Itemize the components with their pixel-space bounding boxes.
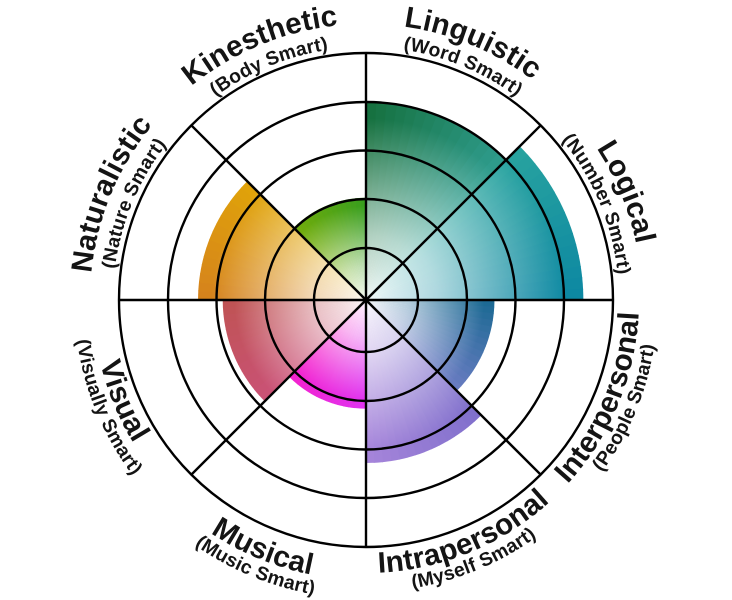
wedge-naturalistic — [230, 193, 366, 300]
wedge-musical — [326, 300, 366, 404]
wedge-intrapersonal — [366, 300, 425, 456]
wedge-logical — [366, 222, 574, 300]
wedge-intrapersonal — [366, 300, 476, 428]
wedge-musical — [316, 300, 366, 400]
wedge-visual — [223, 300, 366, 323]
wedge-musical — [297, 300, 366, 388]
wedge-visual — [224, 300, 366, 330]
wedge-logical — [366, 172, 549, 300]
wedge-interpersonal — [366, 300, 484, 359]
wedge-logical — [366, 201, 566, 300]
wedge-logical — [366, 191, 561, 300]
wedge-visual — [225, 300, 366, 338]
wedge-visual — [245, 300, 366, 385]
grid-spoke-135 — [190, 124, 542, 476]
wedge-interpersonal — [366, 300, 466, 387]
wedge-naturalistic — [209, 230, 366, 300]
wedge-visual — [227, 300, 366, 345]
wedge-intrapersonal — [366, 300, 455, 442]
wedge-interpersonal — [366, 300, 470, 382]
wedge-logical — [366, 254, 581, 300]
wedge-naturalistic — [212, 222, 366, 300]
wedge-intrapersonal — [366, 300, 375, 464]
wedge-naturalistic — [220, 207, 366, 300]
wedge-visual — [238, 300, 366, 372]
wedge-intrapersonal — [366, 300, 469, 433]
wedge-logical — [366, 146, 529, 300]
wedge-intrapersonal — [366, 300, 462, 438]
wedge-visual — [241, 300, 366, 379]
wedge-logical — [366, 154, 536, 300]
wedge-musical — [311, 300, 366, 397]
wedge-intrapersonal — [366, 300, 400, 462]
wedge-visual — [234, 300, 366, 366]
wedge-musical — [321, 300, 366, 402]
wedge-visual — [254, 300, 366, 396]
wedge-naturalistic — [206, 238, 366, 300]
wedge-naturalistic — [225, 200, 366, 300]
wedge-interpersonal — [366, 300, 478, 371]
wedge-logical — [366, 243, 579, 300]
wedge-logical — [366, 163, 543, 300]
wedge-interpersonal — [366, 300, 481, 365]
wedge-intrapersonal — [366, 300, 433, 453]
wedge-visual — [229, 300, 366, 352]
wedge-musical — [306, 300, 366, 395]
wedge-intrapersonal — [366, 300, 409, 460]
wedge-logical — [366, 181, 555, 300]
wedge-interpersonal — [366, 300, 486, 353]
polar-grid — [117, 51, 615, 549]
wedge-naturalistic — [235, 186, 366, 300]
wedge-intrapersonal — [366, 300, 441, 450]
wedge-visual — [222, 300, 366, 315]
wedge-musical — [301, 300, 366, 392]
wedge-intrapersonal — [366, 300, 384, 463]
wedge-interpersonal — [366, 300, 489, 347]
wedge-visual — [222, 300, 366, 308]
wedge-interpersonal — [366, 300, 474, 377]
wedge-musical — [292, 300, 366, 385]
wedge-intrapersonal — [366, 300, 448, 446]
wedge-logical — [366, 232, 577, 300]
wedge-logical — [366, 288, 584, 300]
wedge-visual — [249, 300, 366, 391]
wedge-intrapersonal — [366, 300, 392, 463]
wedge-intrapersonal — [366, 300, 417, 458]
wedge-logical — [366, 277, 584, 300]
wedge-logical — [366, 266, 583, 300]
wedge-logical — [366, 211, 570, 300]
wedge-naturalistic — [216, 215, 366, 300]
wedge-visual — [231, 300, 366, 359]
